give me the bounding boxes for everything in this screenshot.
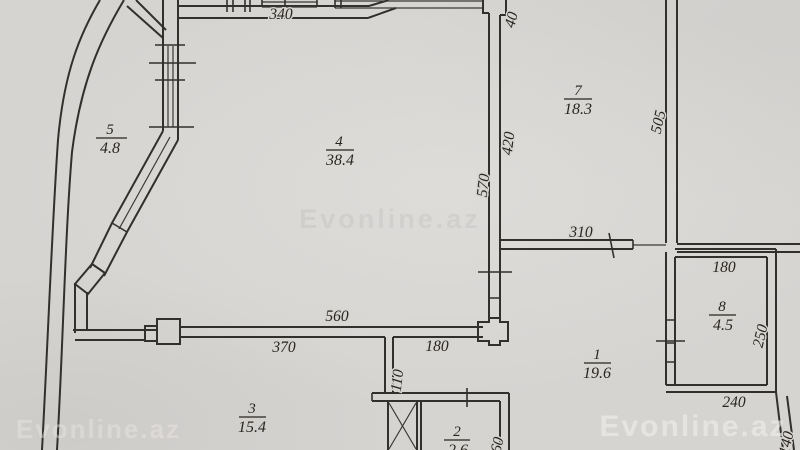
dim-110-hall-wall: 110 — [388, 368, 408, 392]
center-vertical-wall — [477, 0, 512, 346]
watermark-center: Evonline.az — [299, 204, 481, 234]
svg-text:15.4: 15.4 — [238, 419, 266, 436]
room-3-label: 3 15.4 — [238, 401, 266, 436]
room-2-label: 2 2.6 — [444, 424, 470, 450]
dim-560-main-wall: 560 — [325, 308, 349, 325]
room-4-label: 4 38.4 — [325, 134, 354, 169]
dim-180-room8-top: 180 — [712, 259, 736, 276]
room-5-label: 5 4.8 — [96, 122, 127, 157]
svg-text:5: 5 — [106, 122, 114, 138]
dim-240-room8-bottom: 240 — [722, 394, 746, 411]
room7-bottom-wall — [500, 232, 666, 259]
dim-370-main-wall: 370 — [271, 339, 296, 356]
lower-left-walls — [73, 262, 181, 345]
room8-walls — [666, 248, 795, 450]
dim-310-room7-bottom: 310 — [568, 224, 593, 241]
hall-main-wall — [180, 326, 483, 393]
svg-text:1: 1 — [593, 347, 601, 363]
dim-340-top: 340 — [268, 6, 293, 23]
room4-left-window-wall — [89, 0, 196, 277]
dim-250-room8-right: 250 — [750, 323, 772, 350]
svg-text:19.6: 19.6 — [583, 365, 611, 382]
svg-text:4.5: 4.5 — [713, 317, 733, 334]
watermark-bottom-left: Evonline.az — [16, 414, 181, 444]
svg-text:3: 3 — [247, 401, 256, 417]
dim-570-center-wall: 570 — [474, 173, 494, 198]
right-walls — [656, 0, 800, 385]
room-8-label: 8 4.5 — [709, 299, 736, 334]
top-wall — [178, 0, 483, 19]
dim-140-bottom-right: 140 — [776, 430, 798, 450]
curved-facade-wall — [41, 0, 167, 450]
bottom-block-walls — [371, 388, 510, 450]
dim-180-hall: 180 — [425, 338, 449, 355]
room-7-label: 7 18.3 — [564, 83, 592, 118]
svg-text:4.8: 4.8 — [100, 140, 120, 157]
dim-60-room2: 60 — [488, 435, 508, 450]
svg-text:2: 2 — [453, 424, 461, 440]
svg-text:2.6: 2.6 — [448, 442, 468, 450]
svg-text:38.4: 38.4 — [325, 152, 354, 169]
svg-text:4: 4 — [335, 134, 343, 150]
svg-text:18.3: 18.3 — [564, 101, 592, 118]
watermark-bottom-right: Evonline.az — [599, 410, 786, 443]
dim-420-center-wall: 420 — [499, 131, 519, 156]
svg-text:7: 7 — [574, 83, 583, 99]
room-1-label: 1 19.6 — [583, 347, 611, 382]
dim-40-top: 40 — [501, 10, 521, 30]
svg-text:8: 8 — [718, 299, 726, 315]
